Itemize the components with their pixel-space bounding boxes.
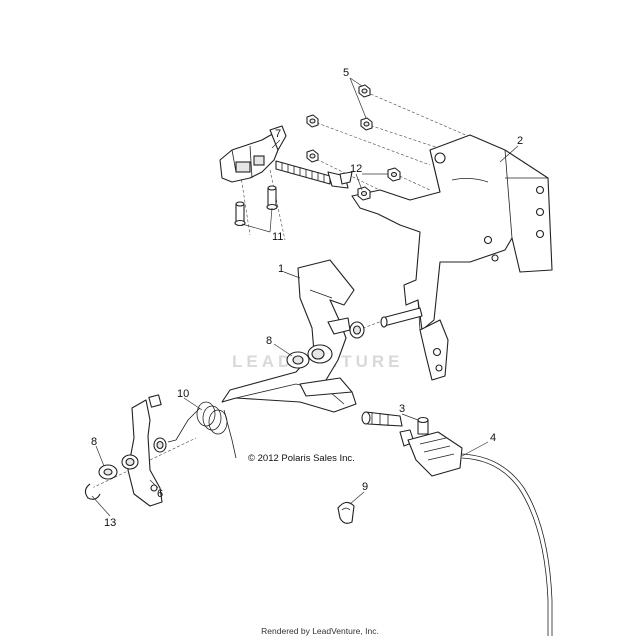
mounting-bracket: [351, 134, 553, 381]
callout-1: 1: [278, 263, 284, 275]
lock-nut: [387, 167, 401, 182]
callout-4: 4: [490, 432, 496, 444]
callout-13: 13: [104, 517, 116, 529]
nut-set: [306, 84, 373, 163]
callout-5: 5: [343, 67, 349, 79]
nut: [360, 117, 373, 131]
callout-3: 3: [399, 403, 405, 415]
lock-nut-set: [357, 167, 401, 201]
pin-set: [234, 185, 278, 227]
lever-bushing: [153, 437, 167, 453]
pin: [234, 201, 246, 227]
bolt: [417, 416, 429, 435]
e-clip: [84, 483, 101, 500]
copyright-text: © 2012 Polaris Sales Inc.: [248, 453, 355, 464]
cable-clip: [337, 501, 355, 524]
leader-lines: [91, 77, 519, 517]
callout-8-upper: 8: [266, 335, 272, 347]
torsion-spring: [167, 401, 237, 459]
callout-12: 12: [350, 163, 362, 175]
lock-nut: [357, 186, 371, 201]
nut: [306, 114, 319, 128]
washer-upper: [286, 351, 310, 369]
lever-plate: [121, 394, 163, 507]
nut: [358, 84, 371, 98]
callout-11: 11: [272, 231, 283, 243]
callout-2: 2: [517, 135, 523, 147]
callout-8-lower: 8: [91, 436, 97, 448]
callout-labels: 5 2 7 12 11 1 8 10 3 4 8 6 9 13: [91, 67, 523, 529]
nut: [306, 149, 319, 163]
pin: [266, 185, 278, 211]
washer-lower: [98, 464, 118, 480]
callout-7: 7: [275, 128, 281, 140]
callout-6: 6: [157, 488, 163, 500]
sensor-assembly: [361, 411, 553, 636]
threaded-rod: [275, 160, 331, 185]
pivot-bushing: [349, 321, 365, 339]
pedal-arm: [221, 259, 357, 413]
footer-credit: Rendered by LeadVenture, Inc.: [261, 626, 379, 636]
callout-10: 10: [177, 388, 189, 400]
callout-9: 9: [362, 481, 368, 493]
switch-assembly: [219, 125, 353, 189]
